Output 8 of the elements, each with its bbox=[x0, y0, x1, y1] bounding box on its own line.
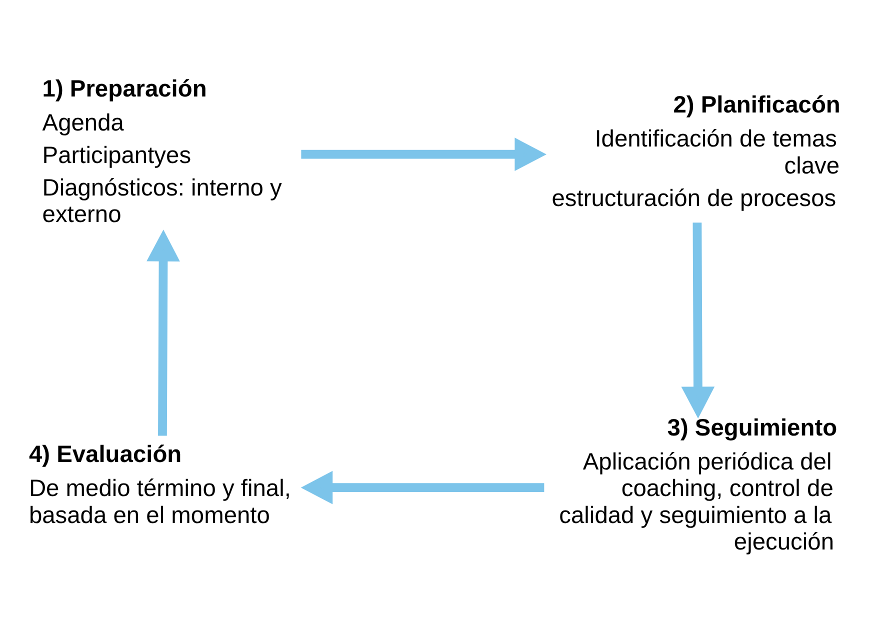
node-text: 1) Preparación Agenda Participantyes Diagnósticos: interno y externo bbox=[42, 76, 282, 228]
arrow bbox=[681, 222, 715, 418]
node-text: 4) Evaluación De medio término y final, basada en el momento bbox=[28, 442, 291, 528]
arrow bbox=[301, 137, 546, 171]
arrow bbox=[300, 470, 544, 504]
node-text: 3) Seguimiento Aplicación periódica del coaching, control de calidad y seguimiento a la ejecución bbox=[559, 414, 838, 555]
arrow bbox=[146, 229, 180, 436]
node-text: 2) Planificacón Identificación de temas clave estructuración de procesos bbox=[552, 92, 840, 212]
